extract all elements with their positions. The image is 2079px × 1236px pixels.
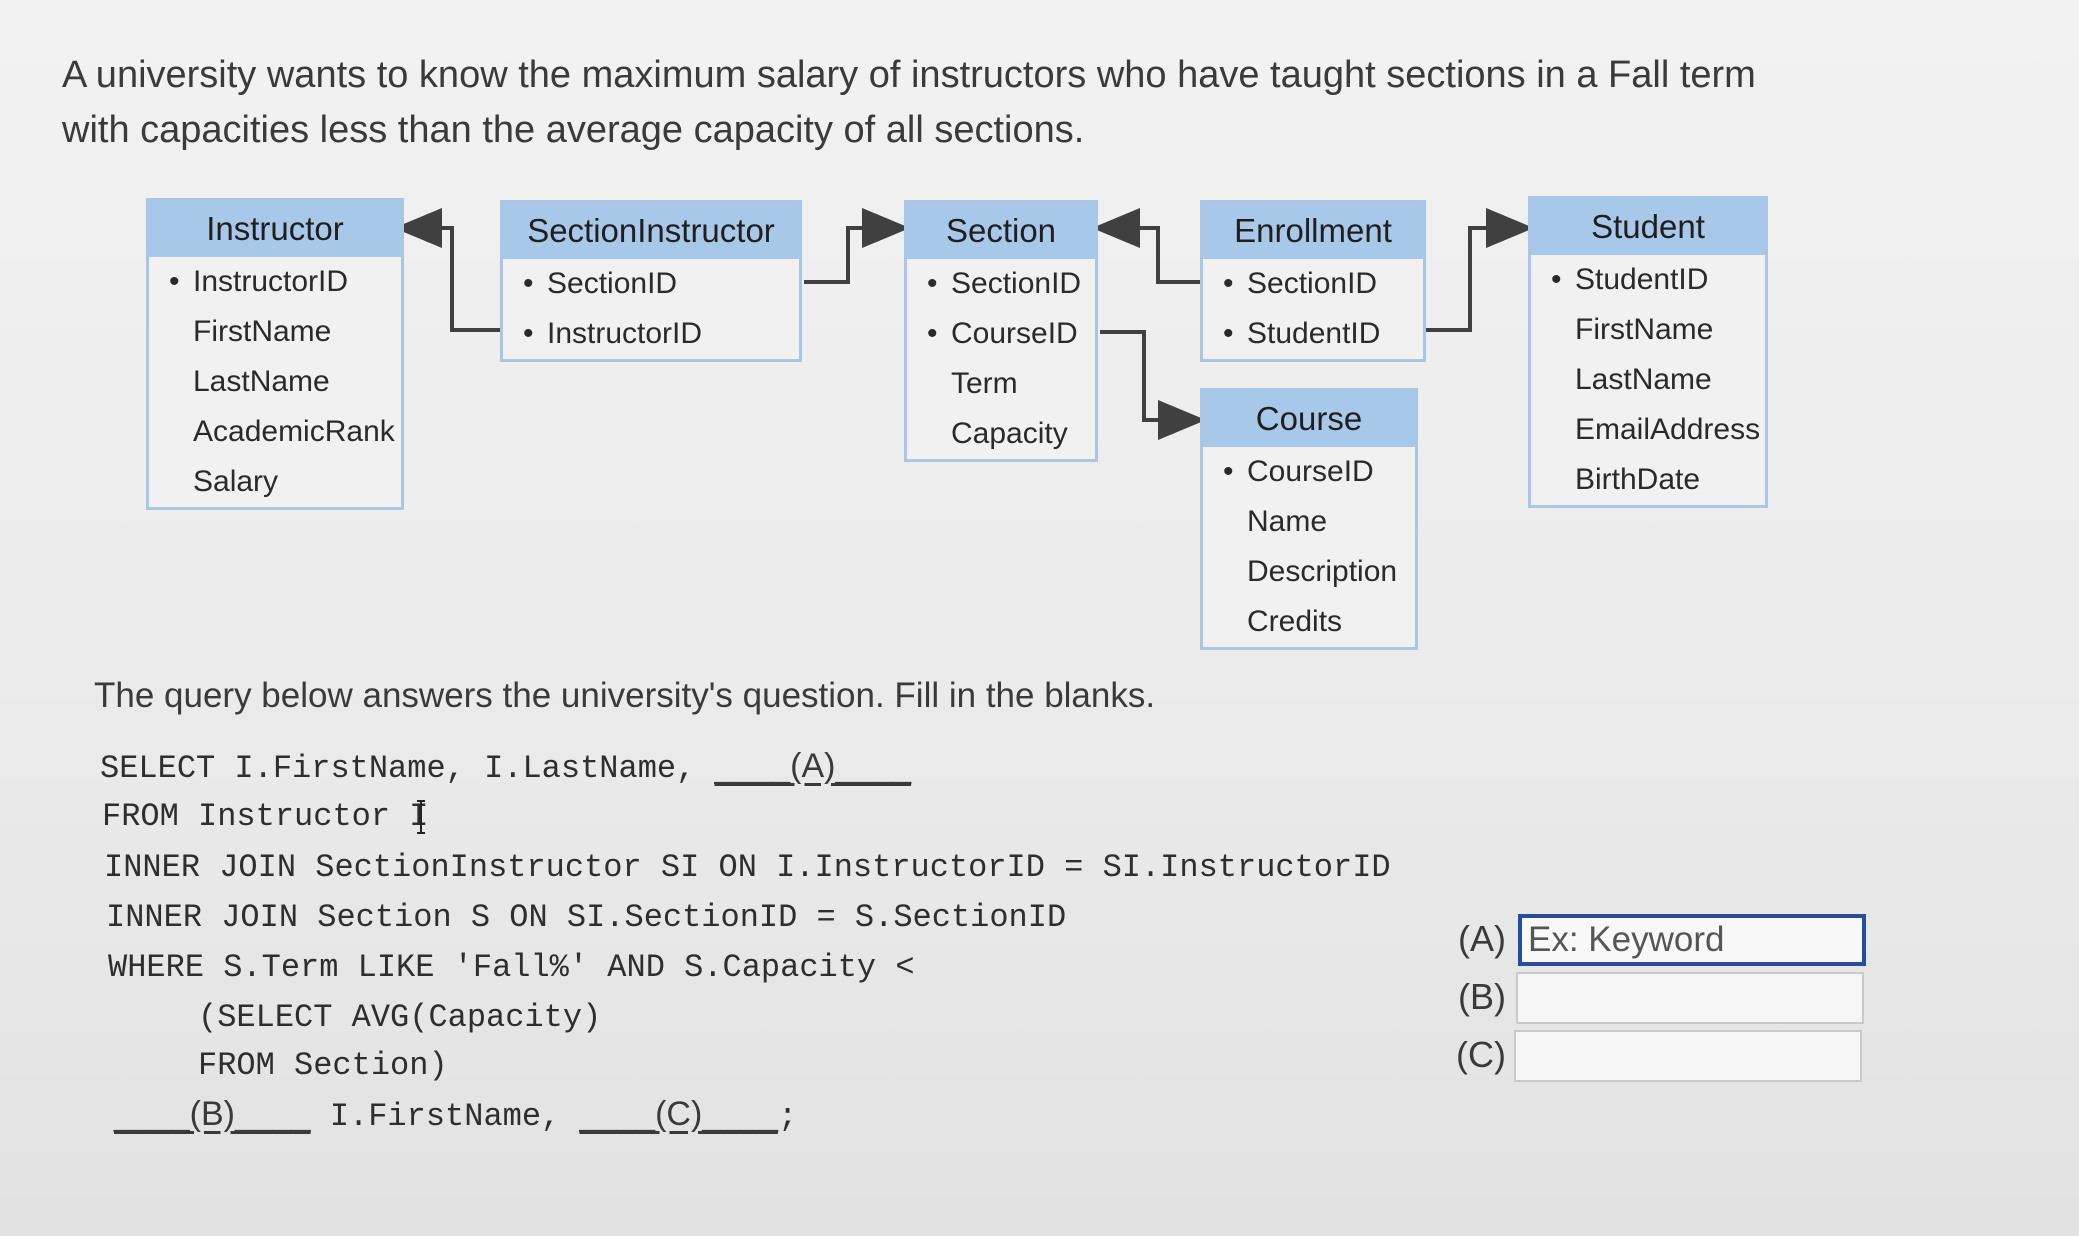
field-row: FirstName (1575, 313, 1714, 346)
field-row: •SectionID (927, 267, 1082, 300)
answer-b-input[interactable] (1516, 972, 1864, 1024)
table-header: Enrollment (1203, 203, 1423, 259)
answer-b-label: (B) (1458, 976, 1506, 1017)
field-row: LastName (1575, 363, 1712, 396)
table-sectioninstructor: SectionInstructor •SectionID •Instructor… (500, 200, 802, 362)
field-row: LastName (193, 365, 330, 398)
sql-line-5: WHERE S.Term LIKE 'Fall%' AND S.Capacity… (108, 949, 915, 986)
field-row: Term (951, 367, 1018, 400)
table-header: Instructor (149, 201, 401, 257)
field-row: •StudentID (1551, 263, 1709, 296)
sql-line-8: ____(B)____ I.FirstName, ____(C)____; (114, 1095, 798, 1135)
field-row: FirstName (193, 315, 332, 348)
answer-c-input[interactable] (1514, 1030, 1862, 1082)
table-header: Course (1203, 391, 1415, 447)
link-enrollment-section (1092, 208, 1200, 284)
field-row: Name (1247, 505, 1328, 538)
answer-a-label: (A) (1458, 918, 1506, 959)
field-row: EmailAddress (1575, 413, 1761, 446)
field-row: •CourseID (1223, 455, 1374, 488)
sql-line-3: INNER JOIN SectionInstructor SI ON I.Ins… (104, 849, 1391, 886)
field-row: Salary (193, 465, 279, 498)
field-row: •SectionID (1223, 267, 1378, 300)
field-row: Description (1247, 555, 1398, 588)
field-row: •StudentID (1223, 317, 1381, 350)
link-instructor-sectioninstructor (394, 208, 500, 332)
table-header: Section (907, 203, 1095, 259)
sql-line-1: SELECT I.FirstName, I.LastName, ____(A)_… (100, 747, 912, 787)
table-enrollment: Enrollment •SectionID •StudentID (1200, 200, 1426, 362)
field-row: BirthDate (1575, 463, 1701, 496)
blank-b: ____(B)____ (114, 1095, 311, 1133)
link-enrollment-student (1426, 208, 1534, 332)
field-row: •InstructorID (523, 317, 703, 350)
table-header: Student (1531, 199, 1765, 255)
field-row: Capacity (951, 417, 1068, 450)
table-instructor: Instructor •InstructorID FirstName LastN… (146, 198, 404, 510)
blank-c: ____(C)____ (579, 1095, 778, 1133)
field-row: Credits (1247, 605, 1343, 638)
answer-a-input[interactable] (1518, 914, 1866, 966)
answer-c-label: (C) (1456, 1034, 1506, 1075)
field-row: AcademicRank (193, 415, 395, 448)
text-cursor-icon (416, 800, 426, 834)
sql-line-6: (SELECT AVG(Capacity) (198, 999, 602, 1036)
blank-a: ____(A)____ (714, 747, 912, 785)
table-student: Student •StudentID FirstName LastName Em… (1528, 196, 1768, 508)
table-header: SectionInstructor (503, 203, 799, 259)
field-row: •InstructorID (169, 265, 349, 298)
link-sectioninstructor-section (804, 208, 910, 284)
sql-line-7: FROM Section) (198, 1047, 448, 1084)
field-row: •CourseID (927, 317, 1078, 350)
instructions-text: The query below answers the university's… (94, 676, 1156, 715)
link-section-course (1100, 330, 1206, 440)
question-text: A university wants to know the maximum s… (62, 54, 1756, 151)
field-row: •SectionID (523, 267, 678, 300)
table-section: Section •SectionID •CourseID Term Capaci… (904, 200, 1098, 462)
table-course: Course •CourseID Name Description Credit… (1200, 388, 1418, 650)
sql-line-2: FROM Instructor I (102, 798, 429, 835)
sql-line-4: INNER JOIN Section S ON SI.SectionID = S… (106, 899, 1067, 936)
